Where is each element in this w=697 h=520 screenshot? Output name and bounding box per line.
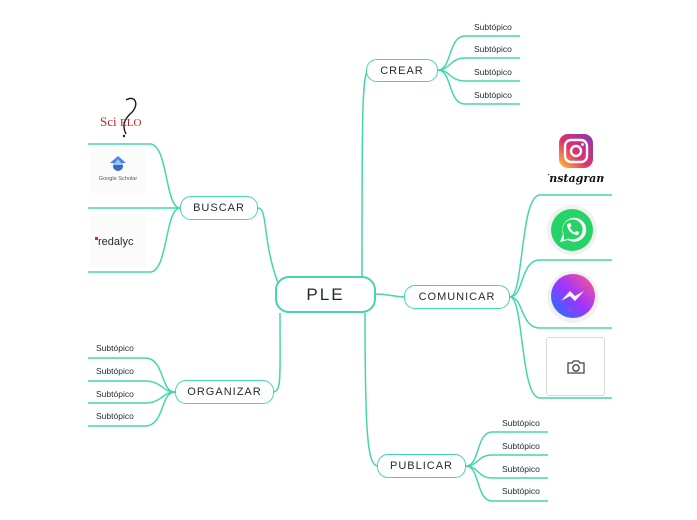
svg-text:Sci: Sci bbox=[100, 114, 117, 129]
branch-organizar[interactable]: ORGANIZAR bbox=[175, 380, 274, 404]
messenger-logo[interactable] bbox=[546, 270, 600, 324]
svg-text:ELO: ELO bbox=[120, 117, 141, 129]
crear-leaf-4[interactable]: Subtópico bbox=[474, 90, 512, 100]
svg-text:Google Scholar: Google Scholar bbox=[99, 176, 138, 182]
scielo-icon: Sci ELO bbox=[100, 97, 141, 138]
branch-publicar-label: PUBLICAR bbox=[389, 460, 454, 472]
crear-leaf-1[interactable]: Subtópico bbox=[474, 22, 512, 32]
google-scholar-logo[interactable]: Google Scholar bbox=[90, 149, 146, 193]
organizar-leaf-3[interactable]: Subtópico bbox=[96, 389, 134, 399]
branch-buscar[interactable]: BUSCAR bbox=[180, 196, 258, 220]
camera-icon bbox=[566, 359, 585, 374]
branch-buscar-label: BUSCAR bbox=[193, 202, 245, 214]
branch-organizar-label: ORGANIZAR bbox=[187, 386, 262, 398]
branch-publicar[interactable]: PUBLICAR bbox=[377, 454, 466, 478]
redalyc-icon: redalyc bbox=[95, 236, 134, 248]
branch-crear-label: CREAR bbox=[380, 64, 424, 77]
instagram-logo[interactable]: Instagram bbox=[548, 132, 604, 190]
svg-text:redalyc: redalyc bbox=[98, 236, 134, 248]
connector-organizar bbox=[271, 312, 281, 393]
branch-comunicar[interactable]: COMUNICAR bbox=[404, 285, 510, 309]
publicar-leaf-4[interactable]: Subtópico bbox=[502, 486, 540, 496]
connector-buscar bbox=[257, 207, 279, 284]
crear-leaf-3[interactable]: Subtópico bbox=[474, 67, 512, 77]
central-node[interactable]: PLE bbox=[275, 276, 376, 313]
crear-leaf-2[interactable]: Subtópico bbox=[474, 44, 512, 54]
branch-comunicar-label: COMUNICAR bbox=[418, 291, 496, 303]
organizar-leaf-2[interactable]: Subtópico bbox=[96, 366, 134, 376]
google-scholar-icon: Google Scholar bbox=[99, 156, 138, 182]
publicar-leaf-3[interactable]: Subtópico bbox=[502, 464, 540, 474]
connector-publicar bbox=[364, 312, 379, 467]
camera-placeholder[interactable] bbox=[546, 337, 605, 396]
connector-comunicar bbox=[374, 293, 406, 298]
svg-text:Instagram: Instagram bbox=[548, 172, 604, 185]
redalyc-logo[interactable]: redalyc bbox=[90, 214, 146, 268]
publicar-leaf-2[interactable]: Subtópico bbox=[502, 441, 540, 451]
instagram-icon: Instagram bbox=[548, 134, 604, 185]
publicar-leaf-1[interactable]: Subtópico bbox=[502, 418, 540, 428]
messenger-icon bbox=[547, 271, 599, 323]
scielo-logo[interactable]: Sci ELO bbox=[96, 96, 152, 140]
branch-crear[interactable]: CREAR bbox=[366, 59, 438, 82]
central-label: PLE bbox=[306, 284, 345, 304]
connector-crear bbox=[361, 69, 369, 279]
whatsapp-icon bbox=[547, 205, 597, 255]
whatsapp-logo[interactable] bbox=[546, 204, 598, 256]
organizar-leaf-4[interactable]: Subtópico bbox=[96, 411, 134, 421]
organizar-leaf-1[interactable]: Subtópico bbox=[96, 343, 134, 353]
